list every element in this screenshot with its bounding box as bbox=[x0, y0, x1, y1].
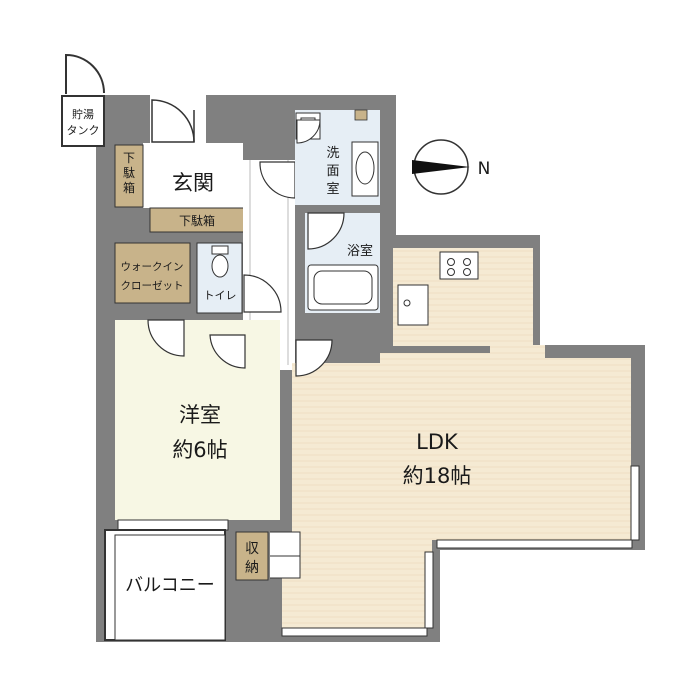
washroom: 洗 面 室 bbox=[295, 109, 380, 205]
compass-needle-icon bbox=[412, 160, 470, 174]
compass: N bbox=[412, 139, 491, 195]
hall-door-swing bbox=[259, 161, 296, 199]
western-room: 洋室 約6帖 bbox=[115, 319, 280, 531]
storage-body bbox=[235, 531, 269, 581]
western-room-floor bbox=[115, 320, 280, 520]
ldk-window-east bbox=[630, 465, 640, 541]
entrance: 玄関 bbox=[143, 95, 243, 208]
shoe-box-upper-label-2: 駄 bbox=[123, 165, 135, 180]
washroom-label-2: 面 bbox=[326, 164, 339, 179]
ldk-window-bottom bbox=[281, 627, 428, 637]
storage-label-2: 納 bbox=[245, 560, 259, 576]
washroom-label-3: 室 bbox=[326, 181, 339, 197]
outdoor-door-swing bbox=[65, 53, 105, 94]
toilet-room: トイレ bbox=[196, 242, 282, 314]
water-heater-remote bbox=[354, 109, 368, 121]
walk-in-closet-body bbox=[114, 242, 191, 304]
ldk-window-corner bbox=[424, 551, 434, 629]
western-room-window bbox=[117, 519, 229, 531]
ldk-label: LDK bbox=[416, 430, 459, 454]
shoe-box-upper-label-3: 箱 bbox=[123, 180, 135, 195]
ldk-window-south bbox=[436, 539, 633, 549]
storage-door-upper bbox=[270, 531, 301, 557]
water-heater-label-2: タンク bbox=[67, 124, 100, 137]
kitchen-sink bbox=[397, 284, 429, 326]
balcony: バルコニー bbox=[104, 529, 226, 641]
shoe-box-lower: 下駄箱 bbox=[149, 207, 246, 233]
walk-in-closet-label-1: ウォークイン bbox=[121, 261, 184, 273]
ldk: LDK 約18帖 bbox=[281, 248, 640, 637]
walk-in-closet-label-2: クローゼット bbox=[121, 280, 184, 292]
western-room-size: 約6帖 bbox=[172, 438, 227, 462]
storage: 収 納 bbox=[235, 531, 301, 581]
shoe-box-lower-label: 下駄箱 bbox=[179, 213, 215, 228]
water-heater-tank: 貯湯 タンク bbox=[61, 53, 105, 147]
shoe-box-upper-body bbox=[114, 144, 144, 208]
water-heater-label-1: 貯湯 bbox=[72, 108, 94, 121]
bathtub-inner bbox=[313, 270, 373, 305]
balcony-label: バルコニー bbox=[125, 575, 215, 596]
toilet-door-swing bbox=[243, 274, 282, 313]
western-room-label: 洋室 bbox=[179, 403, 221, 427]
shoe-box-upper-label-1: 下 bbox=[123, 151, 135, 165]
ldk-door-swing bbox=[295, 339, 333, 377]
shoe-box-lower-body bbox=[149, 207, 246, 233]
western-room-door-swing bbox=[209, 334, 246, 369]
compass-north-label: N bbox=[478, 159, 491, 179]
bathroom: 浴室 bbox=[305, 212, 380, 313]
ldk-floor bbox=[282, 345, 631, 628]
water-heater-box bbox=[61, 95, 105, 147]
wash-basin-bowl bbox=[355, 151, 375, 185]
entrance-floor bbox=[143, 143, 243, 208]
toilet-floor bbox=[196, 242, 243, 314]
storage-door-lower bbox=[270, 555, 301, 579]
shoe-box-upper: 下 駄 箱 bbox=[114, 144, 144, 208]
entrance-label: 玄関 bbox=[172, 171, 214, 195]
walk-in-closet: ウォークイン クローゼット bbox=[114, 242, 191, 304]
washroom-label-1: 洗 bbox=[326, 146, 339, 161]
bathroom-label: 浴室 bbox=[347, 243, 373, 259]
ldk-size: 約18帖 bbox=[403, 464, 472, 488]
toilet-bowl bbox=[211, 254, 229, 278]
closet-door-swing bbox=[147, 319, 185, 357]
stove bbox=[439, 251, 479, 280]
toilet-tank bbox=[211, 245, 229, 255]
storage-label-1: 収 bbox=[245, 541, 259, 557]
bathroom-door-swing bbox=[307, 212, 345, 250]
toilet-label: トイレ bbox=[204, 289, 237, 302]
